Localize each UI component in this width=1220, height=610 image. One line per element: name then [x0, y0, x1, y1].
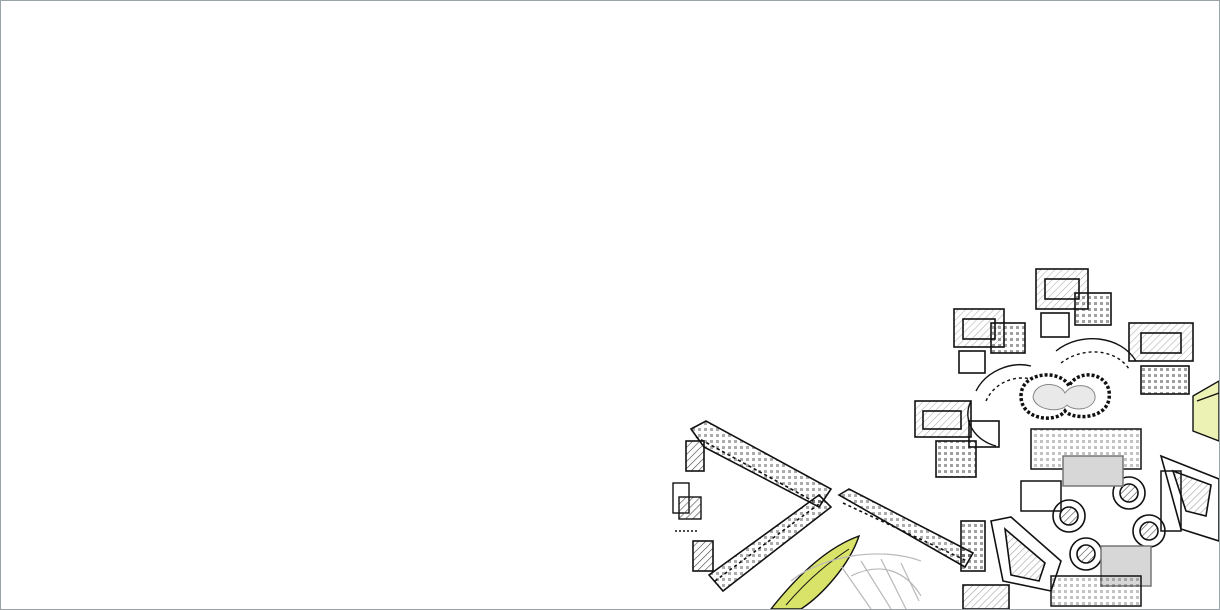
angled-wing-right [1159, 454, 1219, 542]
small-pavilion [672, 482, 702, 532]
edge-pavilion-right [1192, 380, 1219, 442]
landscape-lens [770, 534, 861, 609]
courtyard-building-3 [1128, 322, 1194, 395]
amphitheatre-arcs [790, 553, 922, 609]
angled-wing-left [990, 516, 1062, 592]
courtyard-building-1 [953, 308, 1026, 374]
courtyard-building-4 [914, 400, 1000, 478]
central-complex [1020, 428, 1182, 607]
tower-block-left [960, 520, 1010, 609]
diagonal-wing [685, 420, 975, 593]
curved-colonnades [967, 338, 1137, 447]
courtyard-building-2 [1035, 268, 1112, 338]
central-hall [1019, 373, 1111, 420]
